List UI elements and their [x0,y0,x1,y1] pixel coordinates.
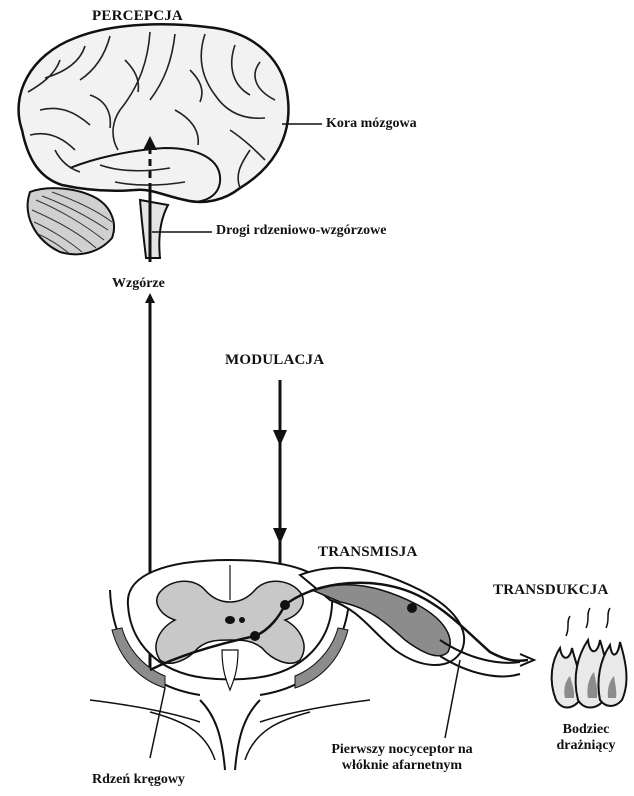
stimulus-label: Bodziec drażniący [546,722,626,754]
modulation-arrowhead-2 [273,528,287,544]
stimulus-label-line1: Bodziec [546,722,626,738]
nociceptor-label-line1: Pierwszy nocyceptor na [282,742,522,758]
stimulus-label-line2: drażniący [546,738,626,754]
brainstem [140,200,168,258]
cerebellum [28,188,114,254]
cerebrum [19,24,289,202]
perception-label: PERCEPCJA [92,8,183,25]
nociceptor-label-line2: włóknie afarnetnym [282,758,522,774]
flame-icon [552,608,627,708]
transduction-label: TRANSDUKCJA [493,582,609,599]
transmission-label: TRANSMISJA [318,544,418,561]
modulation-label: MODULACJA [225,352,324,369]
cortex-label: Kora mózgowa [326,116,417,132]
spinal-cord-label: Rdzeń kręgowy [92,772,185,788]
spinal-cord-leader-line [150,688,165,758]
spinothalamic-tract-label: Drogi rdzeniowo-wzgórzowe [216,223,386,239]
modulation-arrowhead-1 [273,430,287,446]
nociceptor-label: Pierwszy nocyceptor na włóknie afarnetny… [282,742,522,774]
nociceptor-leader-line [445,660,460,738]
thalamus-label: Wzgórze [112,276,165,292]
